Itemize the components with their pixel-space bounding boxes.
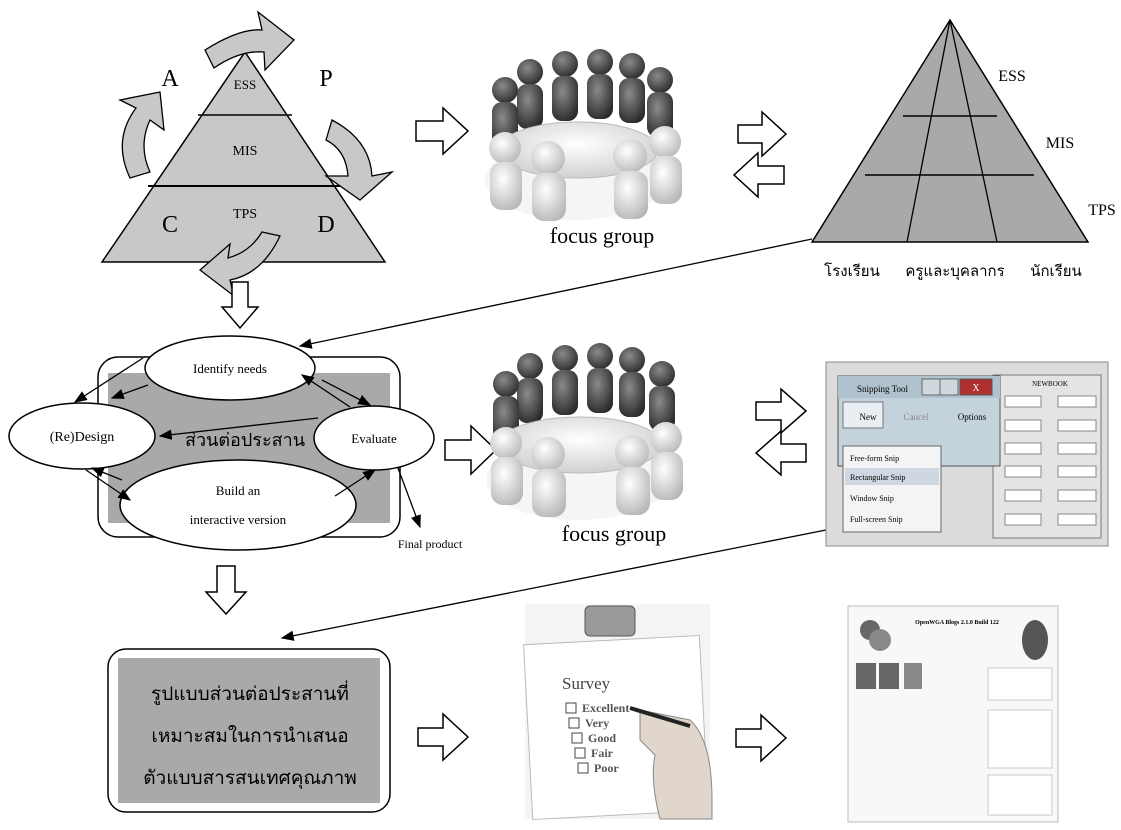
hand-with-pen	[639, 709, 713, 820]
right-arrow-row2	[444, 424, 498, 476]
people-back-row-1	[492, 49, 673, 147]
connector-pyramid-to-cycle	[298, 238, 813, 349]
down-arrow-2	[204, 565, 248, 616]
base-label-teachers: ครูและบุคลากร	[905, 262, 1004, 281]
final-product-label: Final product	[398, 537, 463, 551]
result-line-1: รูปแบบส่วนต่อประสานที่	[151, 680, 349, 705]
right-arrow-row1	[415, 106, 470, 156]
corner-a: A	[161, 66, 179, 92]
new-label: New	[860, 412, 877, 422]
design-cycle: ส่วนต่อประสาน Identify needs (Re)Design …	[8, 335, 463, 551]
corner-d: D	[317, 212, 334, 238]
result-box: รูปแบบส่วนต่อประสานที่ เหมาะสมในการนำเสน…	[107, 648, 391, 813]
focus-group-caption-1: focus group	[550, 223, 654, 248]
focus-group-image-2: focus group	[486, 343, 683, 546]
blog-title: OpenWGA Blogs 2.1.0 Build 122	[915, 620, 999, 626]
left-arrow-row2	[754, 429, 807, 477]
left-tier-tps: TPS	[233, 207, 257, 222]
survey-clipboard: Survey Excellent Very Good Fair Poor	[523, 604, 713, 821]
right-arrow-row3b	[735, 713, 788, 763]
svg-text:Excellent: Excellent	[582, 701, 629, 715]
cycle-arrow-top	[204, 10, 295, 72]
left-arrow-row1	[732, 151, 785, 199]
options-label: Options	[958, 412, 987, 422]
menu-free-form: Free-form Snip	[850, 454, 899, 463]
right-tier-tps: TPS	[1088, 202, 1116, 219]
focus-group-image-1: focus group	[485, 49, 682, 248]
snipping-tool-screenshot: NEWBOOK Snipping Tool X New Cancel Optio…	[825, 361, 1109, 547]
svg-text:Poor: Poor	[594, 761, 619, 775]
left-tier-ess: ESS	[234, 77, 256, 92]
svg-text:Fair: Fair	[591, 746, 614, 760]
identify-needs-node	[144, 335, 316, 401]
left-tier-mis: MIS	[233, 144, 258, 159]
result-line-3: ตัวแบบสารสนเทศคุณภาพ	[143, 767, 357, 790]
right-pyramid-shape	[810, 18, 1090, 243]
base-label-school: โรงเรียน	[824, 262, 880, 280]
survey-title: Survey	[562, 674, 611, 693]
left-pyramid: ESS MIS TPS A P C D	[100, 10, 395, 298]
result-line-2: เหมาะสมในการนำเสนอ	[151, 725, 348, 747]
cycle-center-text: ส่วนต่อประสาน	[185, 430, 305, 451]
redesign-label: (Re)Design	[50, 430, 115, 445]
focus-group-caption-2: focus group	[562, 521, 666, 546]
menu-full-screen: Full-screen Snip	[850, 515, 903, 524]
window-close-button	[959, 378, 993, 396]
people-front-row-1	[489, 126, 682, 221]
corner-p: P	[319, 66, 332, 92]
blog-admin-screenshot: OpenWGA Blogs 2.1.0 Build 122	[847, 605, 1059, 823]
svg-text:Good: Good	[588, 731, 616, 745]
svg-text:X: X	[972, 383, 980, 394]
evaluate-label: Evaluate	[351, 431, 397, 446]
right-pyramid: ESS MIS TPS โรงเรียน ครูและบุคลากร นักเร…	[810, 18, 1116, 281]
base-label-students: นักเรียน	[1030, 262, 1082, 280]
build-node	[119, 459, 357, 551]
right-arrow-row1b	[737, 110, 788, 158]
identify-needs-label: Identify needs	[193, 361, 267, 376]
corner-c: C	[162, 212, 178, 238]
build-label-line1: Build an	[216, 483, 261, 498]
menu-rectangular: Rectangular Snip	[850, 473, 905, 482]
snipping-title: Snipping Tool	[857, 384, 908, 394]
right-arrow-row3	[417, 712, 470, 762]
newbook-title: NEWBOOK	[1032, 380, 1068, 388]
snip-menu	[842, 445, 942, 533]
cycle-arrow-bottom	[198, 231, 281, 298]
down-arrow-1	[220, 281, 260, 330]
cycle-arrow-right	[323, 119, 395, 201]
cycle-arrow-left	[118, 91, 165, 179]
svg-text:Very: Very	[585, 716, 609, 730]
right-tier-ess: ESS	[998, 68, 1026, 85]
cancel-label: Cancel	[904, 412, 929, 422]
right-tier-mis: MIS	[1046, 135, 1074, 152]
new-button	[842, 401, 884, 429]
redesign-node	[8, 402, 156, 470]
connector-snip-to-result	[280, 527, 837, 641]
right-arrow-row2b	[755, 387, 808, 435]
build-label-line2: interactive version	[190, 512, 287, 527]
survey-options: Excellent Very Good Fair Poor	[565, 701, 629, 775]
menu-window: Window Snip	[850, 494, 894, 503]
